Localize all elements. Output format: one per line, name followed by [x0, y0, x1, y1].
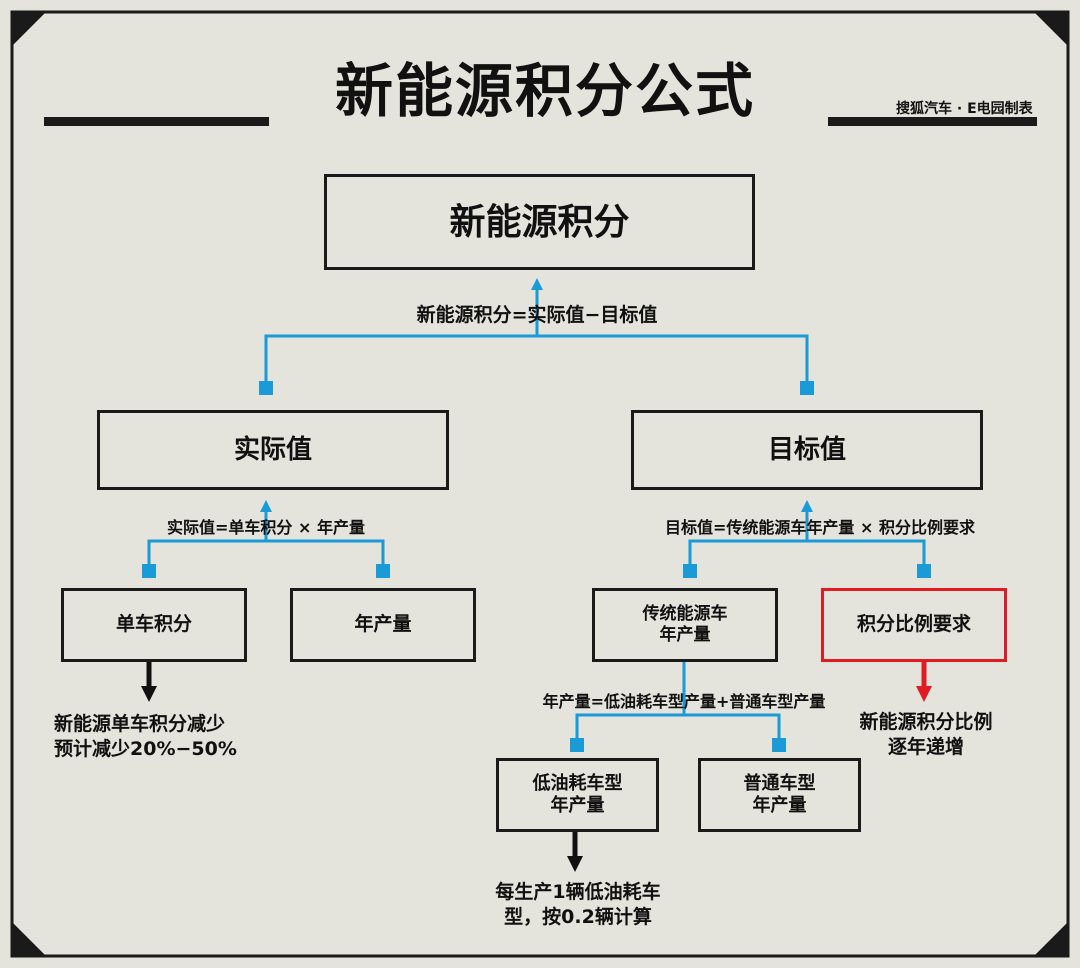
terminal-traditional-output: [683, 564, 697, 578]
formula-target: 目标值=传统能源车年产量 × 积分比例要求: [665, 518, 975, 537]
connector-actual-branch: [147, 539, 385, 571]
node-root: 新能源积分: [324, 174, 755, 270]
title-bar-left: [44, 117, 269, 126]
terminal-low-consumption: [570, 738, 584, 752]
connector-terminals: [142, 381, 931, 752]
terminal-actual: [259, 381, 273, 395]
note-per-vehicle-line1: 新能源单车积分减少: [54, 713, 226, 735]
connectors: [147, 288, 926, 745]
node-per-vehicle: 单车积分: [61, 588, 247, 662]
node-annual-output-label: 年产量: [354, 613, 412, 636]
note-ratio-line1: 新能源积分比例: [859, 711, 993, 733]
node-actual: 实际值: [97, 410, 449, 490]
corner-top-right: [1034, 12, 1068, 46]
node-target-label: 目标值: [767, 434, 846, 465]
title-bar-right: [828, 117, 1037, 126]
node-low-consumption-output: 低油耗车型 年产量: [496, 758, 659, 832]
formula-actual: 实际值=单车积分 × 年产量: [167, 518, 365, 537]
node-root-label: 新能源积分: [449, 201, 630, 243]
node-target: 目标值: [631, 410, 983, 490]
connector-traditional-branch: [575, 713, 781, 745]
terminal-ratio-requirement: [917, 564, 931, 578]
corner-bottom-left: [12, 922, 46, 956]
arrowhead-root: [531, 278, 543, 290]
corner-bottom-right: [1034, 922, 1068, 956]
connector-target-branch: [688, 539, 926, 571]
node-traditional-output: 传统能源车 年产量: [592, 588, 778, 662]
node-ratio-requirement-label: 积分比例要求: [856, 613, 971, 636]
terminal-regular: [772, 738, 786, 752]
node-traditional-output-line2: 年产量: [659, 625, 711, 645]
note-ratio: 新能源积分比例 逐年递增: [859, 710, 992, 759]
node-regular-output-line1: 普通车型: [743, 772, 816, 794]
formula-root: 新能源积分=实际值−目标值: [416, 304, 658, 326]
node-low-consumption-line1: 低油耗车型: [532, 772, 623, 794]
node-regular-output: 普通车型 年产量: [698, 758, 861, 832]
page-title: 新能源积分公式: [334, 57, 756, 125]
node-traditional-output-line1: 传统能源车: [642, 603, 728, 624]
note-low-consumption: 每生产1辆低油耗车 型，按0.2辆计算: [495, 880, 660, 929]
node-regular-output-line2: 年产量: [752, 795, 807, 816]
arrowhead-target: [801, 500, 813, 512]
arrow-per-vehicle-note: [141, 686, 157, 702]
node-ratio-requirement: 积分比例要求: [821, 588, 1007, 662]
connector-root-branch: [264, 334, 809, 388]
note-per-vehicle: 新能源单车积分减少 预计减少20%−50%: [54, 712, 237, 761]
note-ratio-line2: 逐年递增: [887, 735, 965, 758]
arrow-low-consumption-note: [567, 856, 583, 872]
note-low-consumption-line1: 每生产1辆低油耗车: [495, 881, 661, 903]
note-per-vehicle-line2: 预计减少20%−50%: [54, 737, 237, 760]
arrow-ratio-note: [916, 686, 932, 702]
node-annual-output: 年产量: [290, 588, 476, 662]
node-low-consumption-line2: 年产量: [550, 795, 605, 816]
arrowhead-actual: [260, 500, 272, 512]
node-per-vehicle-label: 单车积分: [115, 613, 192, 636]
terminal-annual-output: [376, 564, 390, 578]
note-low-consumption-line2: 型，按0.2辆计算: [504, 905, 652, 928]
note-arrows: [141, 662, 932, 872]
terminal-per-vehicle: [142, 564, 156, 578]
corner-top-left: [12, 12, 46, 46]
node-actual-label: 实际值: [233, 434, 312, 465]
credit-line: 搜狐汽车 · E电园制表: [896, 101, 1033, 117]
outer-frame: [10, 10, 1070, 958]
formula-traditional: 年产量=低油耗车型产量+普通车型产量: [542, 692, 826, 711]
terminal-target: [800, 381, 814, 395]
